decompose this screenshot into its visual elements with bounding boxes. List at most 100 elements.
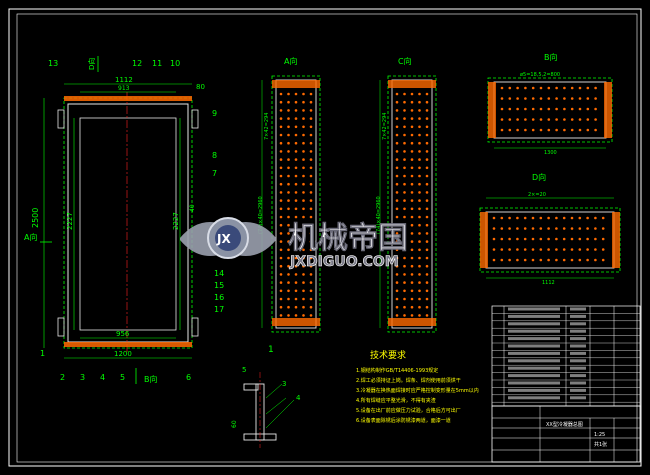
tube-hole <box>287 141 290 145</box>
tube-hole <box>547 237 550 241</box>
tube-hole <box>279 305 283 309</box>
view-c-dim-mid: 7×42=294 <box>382 113 388 140</box>
tube-hole <box>425 240 429 243</box>
tube-hole <box>562 248 566 251</box>
tube-hole <box>395 256 399 260</box>
parts-list-row-text <box>508 359 560 363</box>
tube-hole <box>287 174 290 178</box>
tube-hole <box>279 199 283 202</box>
detail-leader-2 <box>265 397 287 415</box>
tube-hole <box>302 100 305 104</box>
tube-hole <box>294 232 298 235</box>
tube-hole <box>279 281 283 284</box>
parts-list-row-text <box>508 329 560 333</box>
tube-hole <box>555 128 558 132</box>
callout-7: 7 <box>212 169 217 178</box>
tube-hole <box>279 117 283 120</box>
tube-hole <box>279 191 283 194</box>
tube-hole <box>570 258 574 262</box>
tube-hole <box>309 166 313 170</box>
tube-hole <box>403 248 406 252</box>
tube-hole <box>418 207 421 211</box>
tube-hole <box>531 258 535 262</box>
tube-hole <box>586 237 589 241</box>
title-sheet: 共1张 <box>594 441 607 448</box>
tube-hole <box>294 166 298 170</box>
tube-hole <box>294 174 298 178</box>
tube-hole <box>294 117 298 120</box>
tube-hole <box>531 128 535 132</box>
tube-hole <box>500 237 504 241</box>
tube-hole <box>410 117 414 120</box>
tube-hole <box>425 133 429 137</box>
tube-hole <box>586 86 590 90</box>
tube-hole <box>586 216 589 220</box>
tube-hole <box>410 232 414 235</box>
watermark-gear-center <box>215 225 241 251</box>
tube-hole <box>594 118 597 121</box>
tube-hole <box>562 258 566 262</box>
tube-hole <box>410 150 414 153</box>
tube-hole <box>578 227 582 230</box>
tube-hole <box>563 128 566 132</box>
tube-hole <box>294 133 298 137</box>
tube-hole <box>578 107 582 111</box>
note-item-6: 6.设备表面除锈后涂防锈漆两道，面漆一道 <box>356 417 451 424</box>
tube-hole <box>309 264 313 268</box>
tube-hole <box>500 107 504 111</box>
tube-hole <box>309 297 313 301</box>
tube-hole <box>279 92 283 96</box>
tube-hole <box>539 118 543 121</box>
tube-hole <box>539 258 543 262</box>
tube-hole <box>492 248 496 251</box>
tube-hole <box>403 191 406 194</box>
view-c-title: C向 <box>398 56 412 66</box>
tube-hole <box>302 133 305 137</box>
tube-hole <box>516 97 519 100</box>
watermark: JX 机械帝国 JXDIGUO.COM <box>180 217 408 270</box>
tube-hole <box>302 305 305 309</box>
view-b-dim-bottom: 1300 <box>544 150 557 156</box>
tube-hole <box>403 297 406 301</box>
tube-hole <box>601 216 605 220</box>
tube-hole <box>395 297 399 301</box>
tube-hole <box>410 289 414 293</box>
front-left-tab <box>57 109 65 129</box>
front-view-outline <box>63 97 193 349</box>
tube-hole <box>410 256 414 260</box>
parts-list-row-qty <box>570 344 586 348</box>
detail-label-4: 4 <box>296 394 301 402</box>
tube-hole <box>302 273 305 276</box>
view-c-bottom-flange <box>388 318 436 326</box>
tube-hole <box>531 227 535 230</box>
tube-hole <box>302 314 305 317</box>
tube-hole <box>294 281 298 284</box>
tube-hole <box>279 166 283 170</box>
tube-hole <box>395 232 399 235</box>
tube-hole <box>418 109 421 112</box>
tube-hole <box>287 150 290 153</box>
tube-hole <box>578 128 582 132</box>
tube-hole <box>492 227 496 230</box>
tube-hole <box>539 227 543 230</box>
technical-notes: 技术要求 1.钢结构制作GB/T14406-1993规定 2.焊工必须持证上岗。… <box>356 349 479 424</box>
tube-hole <box>410 191 414 194</box>
parts-list-row-qty <box>570 396 586 400</box>
tube-hole <box>395 191 399 194</box>
front-view-inner <box>79 117 177 331</box>
parts-list-row-text <box>508 381 560 385</box>
tube-hole <box>418 174 421 178</box>
tube-hole <box>410 264 414 268</box>
front-inner-height-right: 2227 <box>172 212 180 230</box>
tube-hole <box>403 133 406 137</box>
parts-list-row-qty <box>570 366 586 370</box>
tube-hole <box>403 207 406 211</box>
tube-hole <box>279 273 283 276</box>
tube-hole <box>500 216 504 220</box>
tube-hole <box>403 100 406 104</box>
tube-hole <box>586 118 590 121</box>
tube-hole <box>410 314 414 317</box>
tube-hole <box>418 92 421 96</box>
